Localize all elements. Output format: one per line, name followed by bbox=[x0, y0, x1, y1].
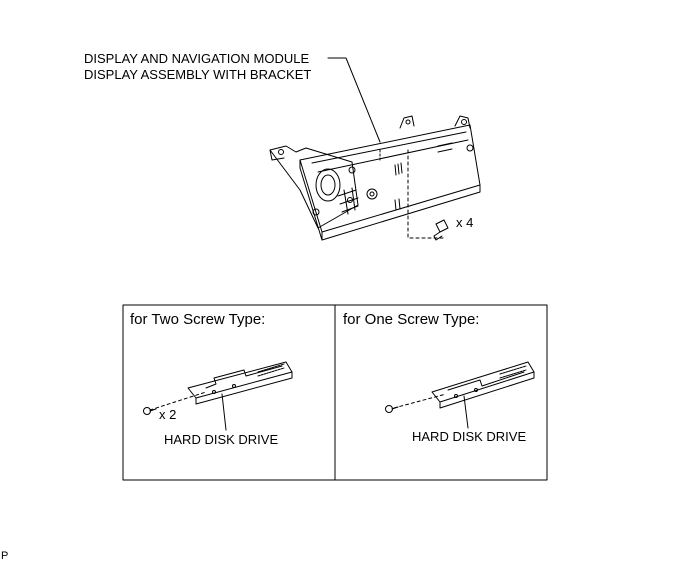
main-screw-quantity: x 4 bbox=[456, 215, 474, 230]
panel-header-two-screw: for Two Screw Type: bbox=[130, 311, 266, 328]
callout-label-line1: DISPLAY AND NAVIGATION MODULE bbox=[84, 51, 310, 66]
hdd-label-two-screw: HARD DISK DRIVE bbox=[164, 432, 279, 447]
hdd-one-screw-screw-icon bbox=[385, 405, 399, 413]
hdd-two-screw-illustration bbox=[149, 361, 293, 431]
panel-header-one-screw: for One Screw Type: bbox=[343, 311, 480, 328]
corner-code: P bbox=[1, 550, 9, 562]
main-screw-icon bbox=[433, 219, 449, 241]
display-navigation-module-illustration bbox=[269, 57, 481, 241]
callout-label-line2: DISPLAY ASSEMBLY WITH BRACKET bbox=[84, 67, 312, 82]
hdd-label-one-screw: HARD DISK DRIVE bbox=[412, 429, 527, 444]
two-screw-quantity: x 2 bbox=[159, 407, 177, 422]
hdd-one-screw-illustration bbox=[393, 361, 535, 429]
callout-leader-main bbox=[327, 57, 381, 143]
hdd-two-screw-screw-icon bbox=[143, 407, 157, 415]
